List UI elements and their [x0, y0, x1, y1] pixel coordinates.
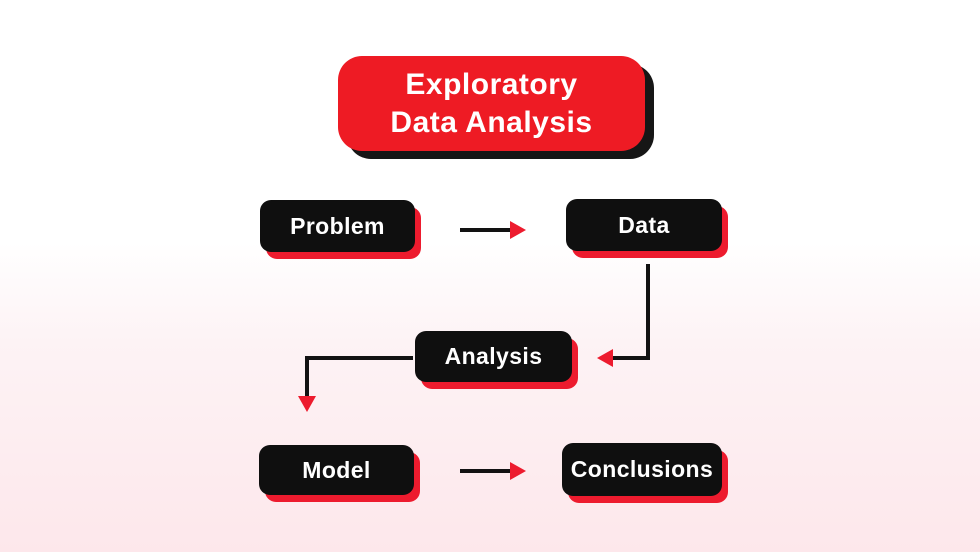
arrowhead-left-icon	[597, 349, 613, 367]
arrowhead-right-icon	[510, 221, 526, 239]
node-problem-label: Problem	[290, 212, 385, 239]
node-analysis-label: Analysis	[444, 343, 543, 369]
diagram-title-box: Exploratory Data Analysis	[338, 56, 645, 151]
node-model: Model	[259, 445, 414, 495]
arrow-analysis-to-model	[298, 356, 413, 412]
node-model-label: Model	[302, 456, 371, 483]
arrow-model-to-conclusions	[460, 462, 526, 480]
arrow-problem-to-data	[460, 221, 526, 239]
node-conclusions-label: Conclusions	[570, 456, 714, 482]
node-conclusions: Conclusions	[562, 443, 722, 496]
node-data-label: Data	[618, 211, 670, 238]
arrow-data-to-analysis	[597, 264, 650, 367]
diagram-title-line2: Data Analysis	[390, 105, 593, 139]
node-analysis: Analysis	[415, 331, 572, 382]
node-data: Data	[566, 199, 722, 251]
node-problem: Problem	[260, 200, 415, 252]
arrowhead-down-icon	[298, 396, 316, 412]
arrowhead-right-icon	[510, 462, 526, 480]
diagram-title-line1: Exploratory	[405, 67, 578, 101]
